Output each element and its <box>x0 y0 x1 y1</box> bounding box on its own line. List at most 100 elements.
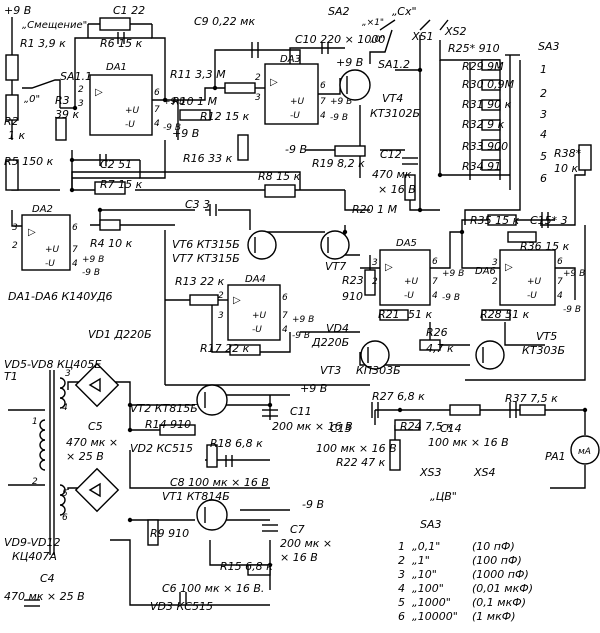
sa3-table-title: SA3 <box>420 518 442 531</box>
da5-neg9: -9 В <box>442 293 460 303</box>
row-label: „100" <box>412 582 444 595</box>
da3-pos9: +9 В <box>330 97 352 107</box>
r2-label: R2 <box>4 115 19 128</box>
t1-pin-3: 3 <box>65 369 71 379</box>
ic-note: DA1-DA6 К140УД6 <box>8 290 113 303</box>
c12-value2: × 16 В <box>378 183 416 196</box>
c9-label: C9 0,22 мк <box>194 15 255 28</box>
da4-pin-2: 2 <box>218 291 224 301</box>
c2-label: C2 51 <box>100 158 132 171</box>
vd912-value: КЦ407А <box>12 550 57 563</box>
vt7-tag: VT7 <box>325 260 346 273</box>
r25-label: R25* 910 <box>448 42 500 55</box>
da5-pin-3: 3 <box>372 258 378 268</box>
table-row: 5 „1000" (0,1 мкФ) <box>398 596 526 609</box>
da2-chip: DA2 ▷ 3 2 6 +U -U 7 4 +9 В -9 В <box>12 204 104 278</box>
c12-value: 470 мк <box>372 168 412 181</box>
row-number: 5 <box>398 596 405 609</box>
da2-plus-u: +U <box>45 245 60 255</box>
r20-label: R20 1 М <box>352 203 398 216</box>
da5-minus-u: -U <box>404 291 414 301</box>
cv-label: „ЦВ" <box>430 490 457 503</box>
r6-label: R6 15 к <box>100 37 143 50</box>
row-value: (100 пФ) <box>472 554 522 567</box>
da6-pin-3: 3 <box>492 258 498 268</box>
da2-minus-u: -U <box>45 259 55 269</box>
vt4-label: VT4 <box>382 92 403 105</box>
da4-pin-3: 3 <box>218 311 224 321</box>
r18-label: R18 6,8 к <box>210 437 263 450</box>
da3-sym: ▷ <box>270 77 278 88</box>
vt4-pos9: +9 В <box>336 56 363 69</box>
da3-pin-7: 7 <box>320 97 326 107</box>
vt1-label: VT1 КТ814Б <box>162 490 230 503</box>
r11-label: R11 3,3 М <box>170 68 226 81</box>
row-number: 1 <box>398 540 405 553</box>
sa2-x1-label: „×1" <box>362 18 384 28</box>
transistor-symbols <box>196 69 505 531</box>
r26-value: 4,7 к <box>426 342 454 355</box>
r17-label: R17 22 к <box>200 342 250 355</box>
da1-pos9: +9 В <box>163 97 185 107</box>
da5-pin-2: 2 <box>372 277 378 287</box>
da1-neg9: -9 В <box>163 123 181 133</box>
da2-sym: ▷ <box>28 227 36 238</box>
table-row: 4 „100" (0,01 мкФ) <box>398 582 533 595</box>
t1-pin-5: 5 <box>62 489 68 499</box>
row-value: (1 мкФ) <box>472 610 516 623</box>
r33-label: R33 900 <box>462 140 508 153</box>
transformer-symbol <box>8 370 66 555</box>
xs4-label: XS4 <box>473 466 496 479</box>
c5-value: 470 мк × <box>66 436 118 449</box>
da6-pin-4: 4 <box>557 291 563 301</box>
sa3-pos-5: 5 <box>540 150 547 163</box>
da4-pin-6: 6 <box>282 293 288 303</box>
r3-value: 39 к <box>55 108 79 121</box>
xs1-label: XS1 <box>411 30 434 43</box>
vt3-value: КП303Б <box>356 364 401 377</box>
r22-label: R22 47 к <box>336 456 386 469</box>
da5-pos9: +9 В <box>442 269 464 279</box>
sa2-label: SA2 <box>328 5 350 18</box>
row-label: „1000" <box>412 596 451 609</box>
r30-label: R30 0,9М <box>462 78 515 91</box>
row-label: „1" <box>412 554 430 567</box>
da1-chip: DA1 ▷ 2 3 6 +U -U 7 4 +9 В -9 В <box>78 62 185 136</box>
c7-label: C7 <box>290 523 305 536</box>
da4-pos9: +9 В <box>292 315 314 325</box>
c4-value: 470 мк × 25 В <box>4 590 85 603</box>
da2-pos9: +9 В <box>82 255 104 265</box>
sa3-pos-2: 2 <box>540 87 547 100</box>
c4-label: C4 <box>40 572 55 585</box>
da5-pin-6: 6 <box>432 257 438 267</box>
psu-pos9: +9 В <box>300 382 327 395</box>
row-number: 2 <box>398 554 405 567</box>
r35-label: R35 15 к <box>470 214 520 227</box>
c11-value: 200 мк × 16 В <box>272 420 353 433</box>
da4-sym: ▷ <box>233 295 241 306</box>
da1-pin-6: 6 <box>154 88 160 98</box>
vd1-label: VD1 Д220Б <box>88 328 152 341</box>
r19-label: R19 8,2 к <box>312 157 365 170</box>
cx-label: „Cx" <box>392 5 417 18</box>
c5-label: C5 <box>88 420 103 433</box>
r12-supply: +9 В <box>172 127 199 140</box>
r21-label: R21 <box>378 308 400 321</box>
da4-neg9: -9 В <box>292 331 310 341</box>
sa11-label: SA1.1 <box>60 70 92 83</box>
c12-label: C12 <box>380 148 402 161</box>
da5-pin-4: 4 <box>432 291 438 301</box>
xs3-label: XS3 <box>419 466 442 479</box>
text-labels: +9 В „Смещение" „0" R1 3,9 к R2 1 к R3 3… <box>4 4 591 613</box>
c1-label: C1 22 <box>113 4 145 17</box>
r15-label: R15 6,8 к <box>220 560 273 573</box>
table-row: 6 „10000" (1 мкФ) <box>398 610 516 623</box>
r13-label: R13 22 к <box>175 275 225 288</box>
meter-unit: мА <box>578 447 591 457</box>
vt5-label: VT5 <box>536 330 557 343</box>
psu-neg9: -9 В <box>302 498 324 511</box>
sa3-pos-6: 6 <box>540 172 547 185</box>
row-value: (10 пФ) <box>472 540 515 553</box>
da3-minus-u: -U <box>290 111 300 121</box>
vd4-label: VD4 <box>326 322 349 335</box>
